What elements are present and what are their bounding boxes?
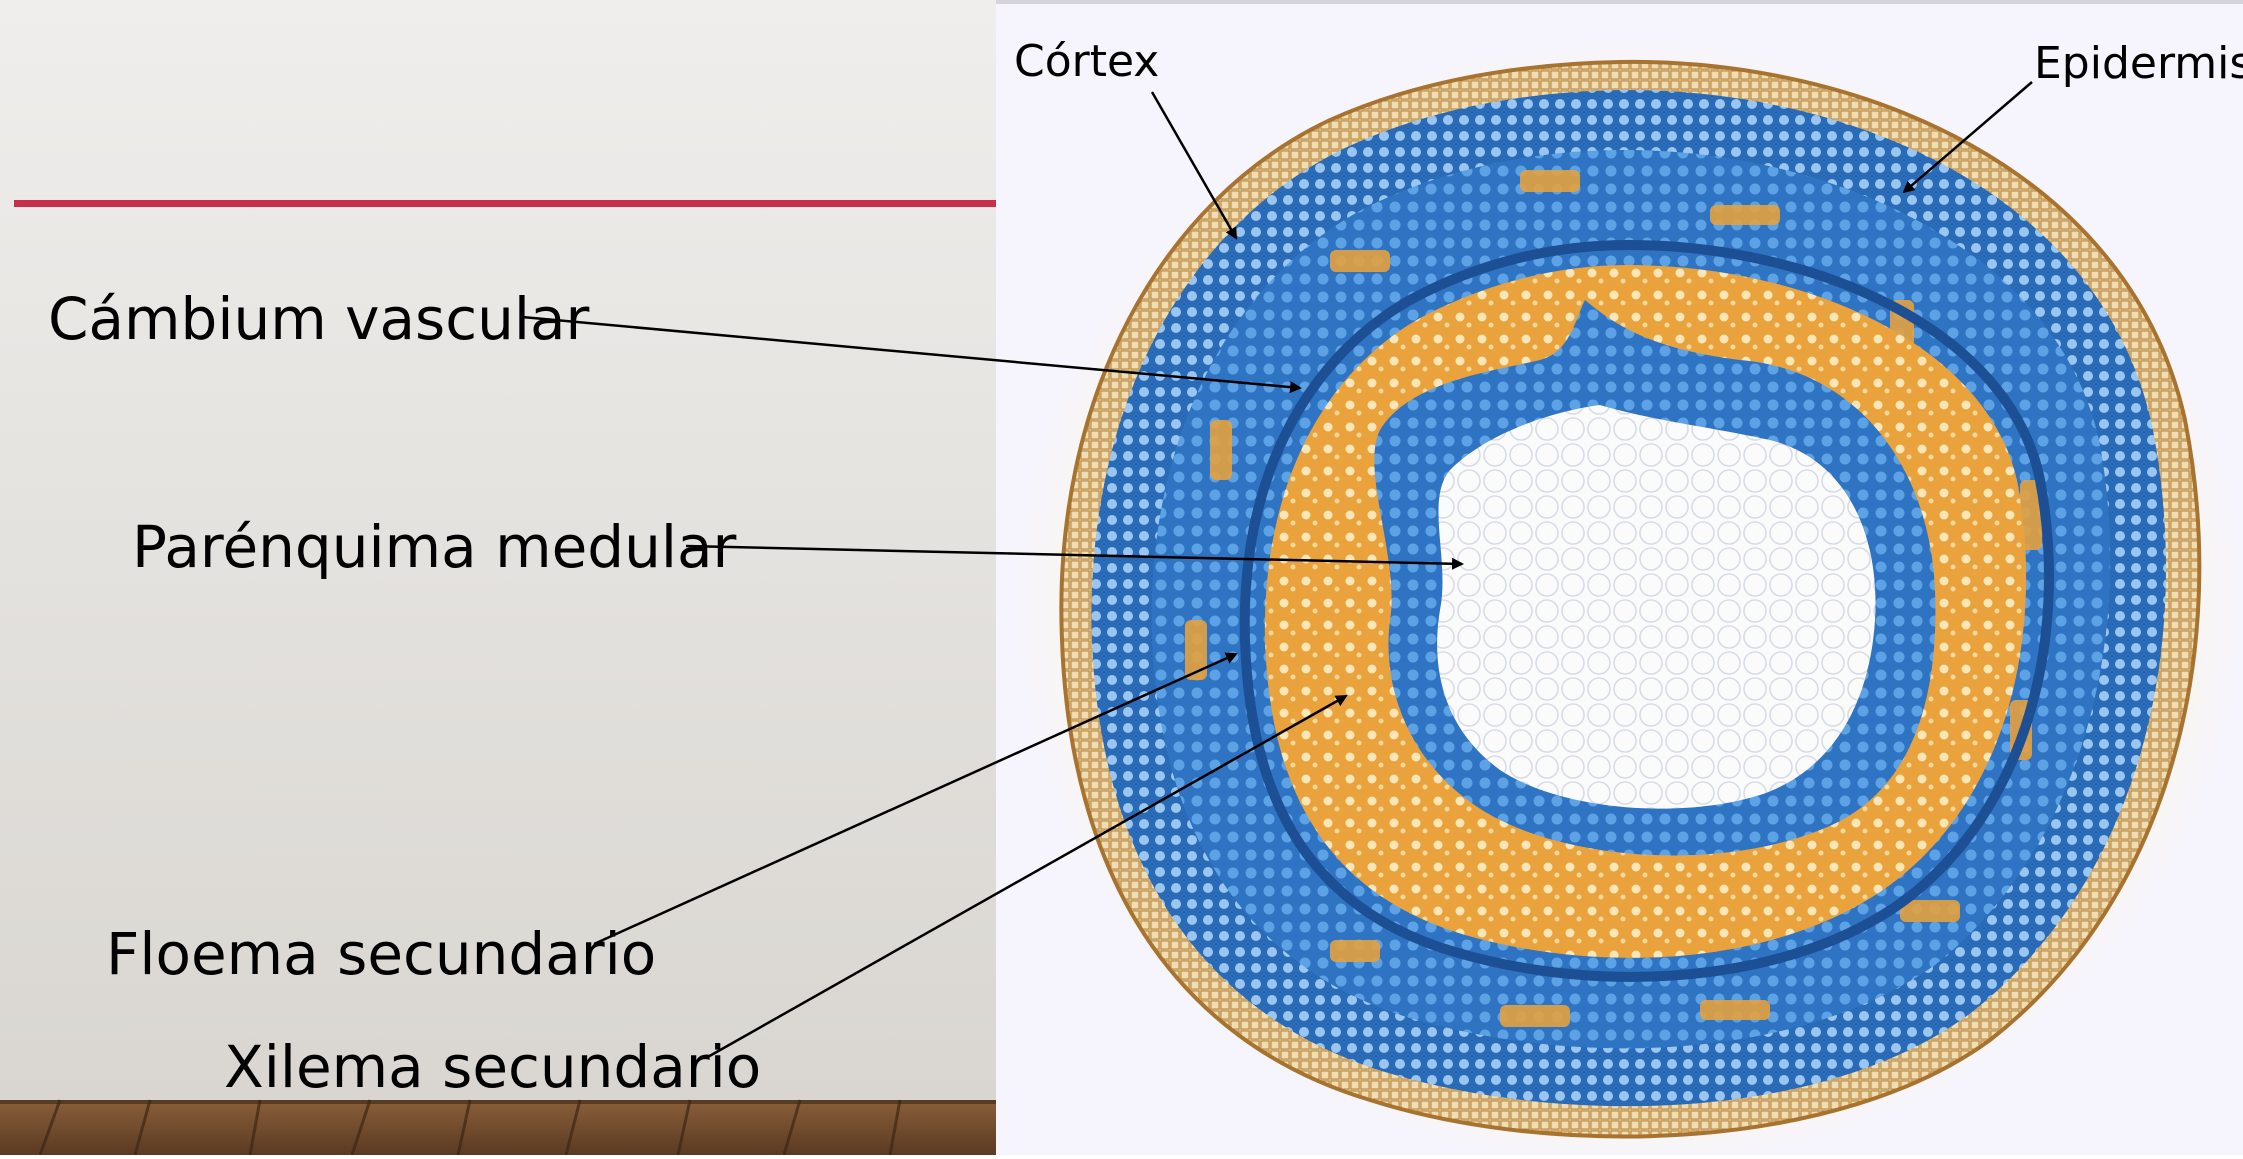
label-parenquima-medular: Parénquima medular	[132, 518, 736, 576]
wood-floor	[0, 1100, 996, 1155]
label-epidermis: Epidermis	[2034, 42, 2243, 86]
label-floema-secundario: Floema secundario	[106, 925, 656, 983]
stem-cross-section-image	[1015, 40, 2243, 1155]
label-xilema-secundario: Xilema secundario	[224, 1038, 761, 1096]
label-cortex: Córtex	[1014, 40, 1159, 84]
accent-line	[14, 200, 996, 207]
label-cambium-vascular: Cámbium vascular	[48, 290, 589, 348]
